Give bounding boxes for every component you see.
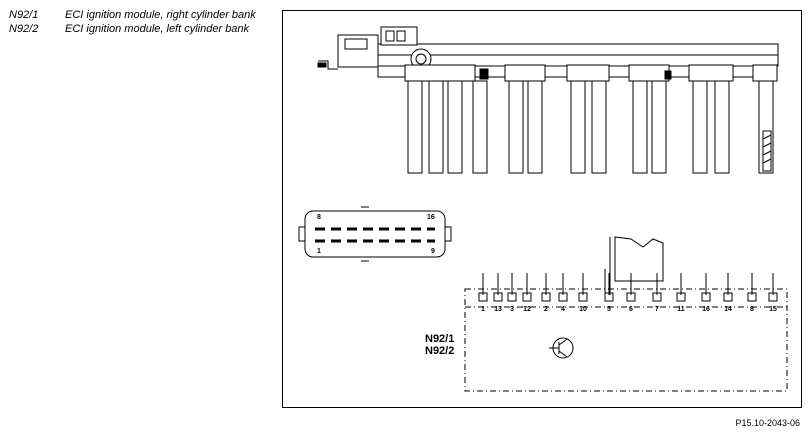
- pin-label: 5: [607, 306, 611, 313]
- pin-terminal: [768, 292, 778, 302]
- module-schematic: N92/1 N92/2 1 13 3 12 2 4 10 5 6 7 11 16 14 8 15: [425, 236, 788, 392]
- pin-label: 10: [579, 306, 587, 313]
- pin-label: 16: [702, 306, 710, 313]
- pin-label: 4: [561, 306, 565, 313]
- pin-terminal: [652, 292, 662, 302]
- module-label-n92-2: N92/2: [425, 345, 454, 357]
- component-legend: N92/1 ECI ignition module, right cylinde…: [9, 9, 274, 37]
- pin-terminal: [522, 292, 532, 302]
- pin-label: 6: [629, 306, 633, 313]
- schematic-pin-group: 1 13 3 12 2 4 10 5 6 7 11 16 14 8 15: [478, 273, 778, 313]
- pin-terminal: [541, 292, 551, 302]
- pin-terminal: [701, 292, 711, 302]
- legend-code: N92/2: [9, 23, 39, 35]
- pin-terminal: [626, 292, 636, 302]
- module-label-n92-1: N92/1: [425, 333, 454, 345]
- pin-terminal: [478, 292, 488, 302]
- pin-label: 15: [769, 306, 777, 313]
- pin-terminal: [676, 292, 686, 302]
- pin-label: 11: [677, 306, 685, 313]
- pin-terminal: [493, 292, 503, 302]
- connector-pin-label: 9: [431, 248, 435, 255]
- connector-pin-label: 16: [427, 214, 435, 221]
- legend-description: ECI ignition module, left cylinder bank: [65, 23, 250, 35]
- legend-item-n92-2: N92/2 ECI ignition module, left cylinder…: [9, 23, 274, 36]
- pin-terminal: [507, 292, 517, 302]
- drawing-frame: 8 16 1 9 N92/1 N92/2 1 13 3 12 2 4 10 5 6: [282, 10, 802, 408]
- transistor-symbol: [549, 337, 574, 359]
- coil-tower-group: [407, 80, 774, 174]
- legend-item-n92-1: N92/1 ECI ignition module, right cylinde…: [9, 9, 274, 22]
- pin-label: 3: [510, 306, 514, 313]
- ignition-module-drawing: 8 16 1 9 N92/1 N92/2 1 13 3 12 2 4 10 5 6: [298, 26, 788, 392]
- connector-pin-label: 1: [317, 248, 321, 255]
- pin-label: 13: [494, 306, 502, 313]
- pin-terminal: [747, 292, 757, 302]
- pin-terminal: [558, 292, 568, 302]
- legend-code: N92/1: [9, 9, 39, 21]
- pin-label: 7: [655, 306, 659, 313]
- connector-pin-label: 8: [317, 214, 321, 221]
- figure-reference: P15.10-2043-06: [735, 418, 800, 428]
- pin-label: 14: [724, 306, 732, 313]
- legend-description: ECI ignition module, right cylinder bank: [65, 9, 256, 21]
- pin-label: 8: [750, 306, 754, 313]
- pin-terminal: [578, 292, 588, 302]
- connector-face-view: 8 16 1 9: [298, 206, 452, 262]
- pin-terminal: [723, 292, 733, 302]
- ignition-module-side-view: [317, 26, 779, 174]
- pin-label: 12: [523, 306, 531, 313]
- pin-label: 1: [481, 306, 485, 313]
- pin-label: 2: [544, 306, 548, 313]
- pin-terminal: [604, 292, 614, 302]
